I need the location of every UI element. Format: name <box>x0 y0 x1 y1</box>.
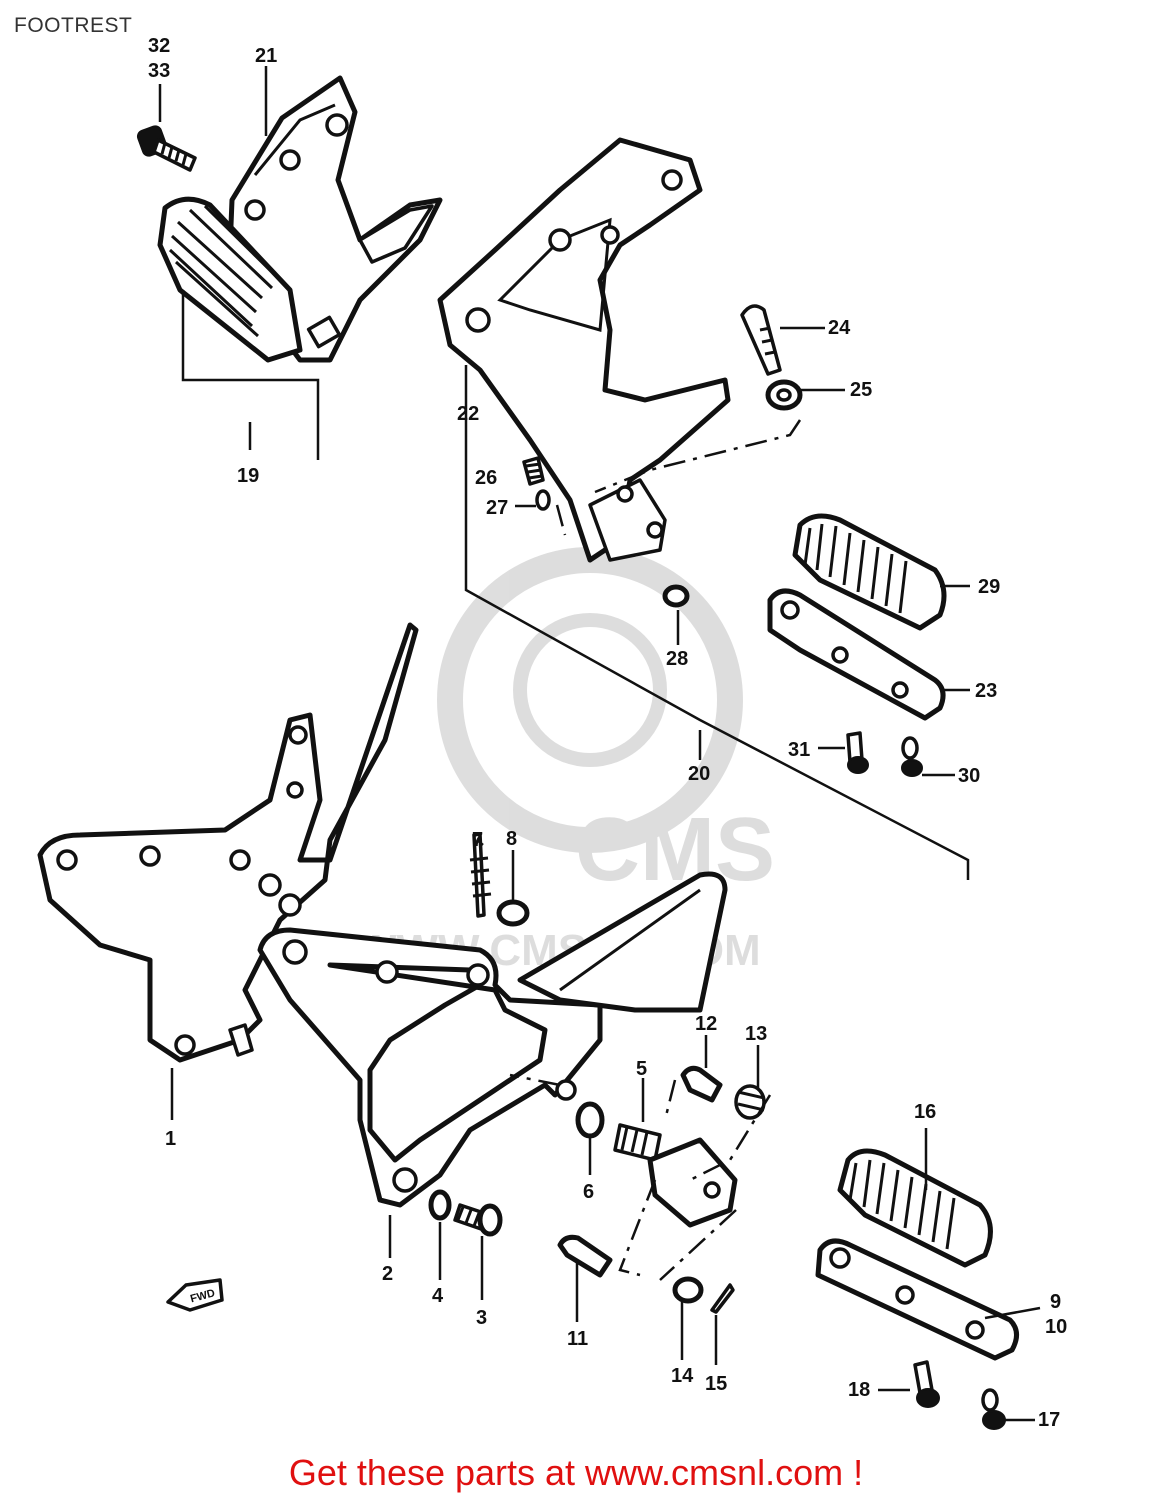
leader-lines <box>158 66 1041 1422</box>
washer-27 <box>535 489 551 511</box>
callout-19: 19 <box>237 465 259 487</box>
diagram-title: FOOTREST <box>14 14 133 37</box>
footpeg-9-10 <box>815 1238 1019 1361</box>
callout-2: 2 <box>382 1263 393 1285</box>
washer-14 <box>672 1276 704 1304</box>
callout-26: 26 <box>475 467 497 489</box>
assembly-dash-lines <box>509 419 802 1281</box>
forward-arrow-icon: FWD <box>166 1278 224 1312</box>
callout-3: 3 <box>476 1307 487 1329</box>
callout-30: 30 <box>958 765 980 787</box>
callout-14: 14 <box>671 1365 694 1387</box>
callout-6: 6 <box>583 1181 594 1203</box>
footer-banner[interactable]: Get these parts at www.cmsnl.com ! <box>288 1452 864 1493</box>
pivot-pin-5 <box>613 1123 662 1162</box>
callout-28: 28 <box>666 648 688 670</box>
callout-22: 22 <box>457 403 479 425</box>
nut-17 <box>981 1388 1006 1430</box>
callout-18: 18 <box>848 1379 870 1401</box>
callout-10: 10 <box>1045 1316 1067 1338</box>
washer-4 <box>428 1189 452 1221</box>
screw-31 <box>846 731 869 774</box>
callout-27: 27 <box>486 497 508 519</box>
callout-17: 17 <box>1038 1409 1060 1431</box>
screw-18 <box>913 1360 940 1408</box>
pin-11 <box>557 1234 613 1278</box>
callout-5: 5 <box>636 1058 647 1080</box>
callout-15: 15 <box>705 1373 727 1395</box>
bolt-24 <box>740 304 782 376</box>
nut-28 <box>662 584 690 608</box>
callout-12: 12 <box>695 1013 717 1035</box>
callout-7: 7 <box>472 829 483 851</box>
callout-4: 4 <box>432 1285 444 1307</box>
watermark-brand: CMS <box>575 800 775 900</box>
spring-13 <box>734 1084 766 1120</box>
screw-26 <box>522 456 545 486</box>
bolt-32-33 <box>136 125 197 172</box>
rear-footpeg-rubber-left <box>157 196 303 363</box>
washer-25 <box>765 379 803 411</box>
bolt-3 <box>453 1203 503 1237</box>
callout-8: 8 <box>506 828 517 850</box>
screw-7 <box>469 832 492 918</box>
callout-23: 23 <box>975 680 997 702</box>
callout-25: 25 <box>850 379 872 401</box>
footpeg-rubber-16 <box>837 1148 993 1268</box>
callout-21: 21 <box>255 45 277 67</box>
callout-numbers: 32 33 21 19 22 24 25 26 27 28 29 23 20 3… <box>148 35 1067 1431</box>
pin-12 <box>680 1065 723 1103</box>
callout-1: 1 <box>165 1128 176 1150</box>
main-bracket-1 <box>37 622 419 1063</box>
callout-20: 20 <box>688 763 710 785</box>
nut-30 <box>901 736 923 777</box>
callout-24: 24 <box>828 317 851 339</box>
footpeg-rubber-29 <box>792 513 947 631</box>
callout-32: 32 <box>148 35 170 57</box>
callout-33: 33 <box>148 60 170 82</box>
peg-holder-5a <box>647 1137 738 1228</box>
callout-16: 16 <box>914 1101 936 1123</box>
footpeg-23 <box>767 588 946 721</box>
washer-6 <box>575 1101 605 1139</box>
callout-11: 11 <box>567 1328 588 1350</box>
nut-8 <box>496 899 530 927</box>
callout-13: 13 <box>745 1023 767 1045</box>
cotter-pin-15 <box>710 1283 735 1314</box>
callout-9: 9 <box>1050 1291 1061 1313</box>
front-bracket-2 <box>257 871 728 1208</box>
callout-31: 31 <box>788 739 810 761</box>
callout-29: 29 <box>978 576 1000 598</box>
rear-footrest-bracket-right <box>437 137 731 563</box>
